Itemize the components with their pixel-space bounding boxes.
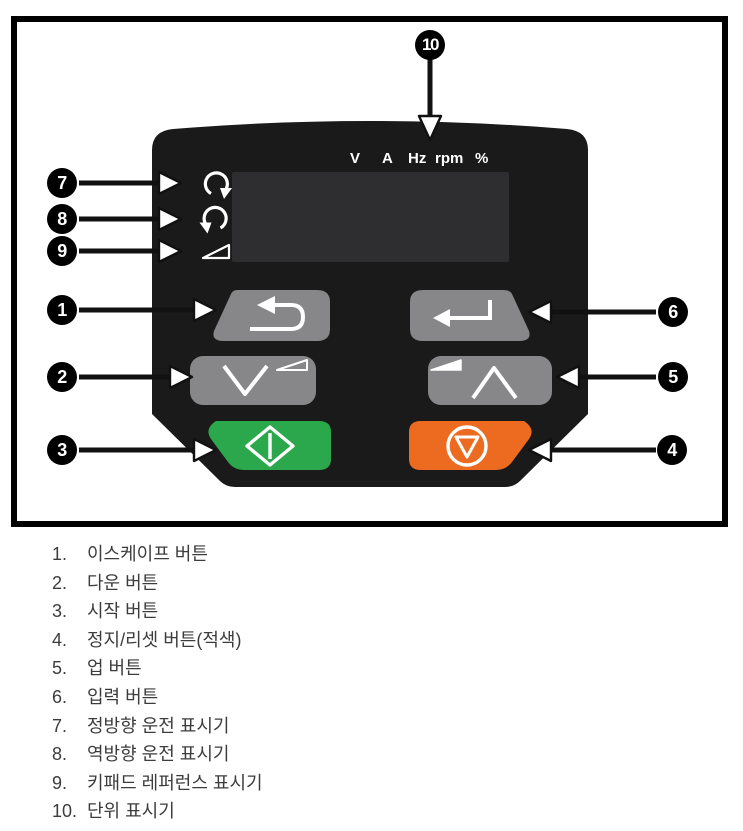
legend-list: 1. 이스케이프 버튼 2. 다운 버튼 3. 시작 버튼 4. 정지/리셋 버…: [52, 540, 263, 826]
enter-icon: [433, 300, 492, 327]
legend-label: 이스케이프 버튼: [87, 544, 208, 564]
legend-number: 10.: [52, 801, 78, 822]
callout-10-units: 10: [415, 30, 445, 60]
keypad-reference-icon: [201, 243, 231, 260]
legend-item-enter: 6. 입력 버튼: [52, 683, 263, 712]
callout-6-enter: 6: [658, 297, 688, 327]
unit-label-rpm: rpm: [435, 150, 464, 167]
up-button: [428, 356, 552, 405]
legend-number: 7.: [52, 715, 68, 736]
callout-9-keypad-ref: 9: [47, 236, 77, 266]
legend-item-start: 3. 시작 버튼: [52, 597, 263, 626]
legend-label: 업 버튼: [87, 658, 142, 679]
down-icon: [222, 359, 308, 396]
lcd-display: [232, 172, 509, 262]
callout-8-reverse: 8: [47, 204, 77, 234]
callout-7-forward: 7: [47, 168, 77, 198]
unit-label-percent: %: [475, 150, 489, 167]
stop-reset-button: [409, 421, 532, 470]
legend-item-escape: 1. 이스케이프 버튼: [52, 540, 263, 569]
legend-label: 키패드 레퍼런스 표시기: [87, 772, 263, 793]
legend-number: 9.: [52, 772, 68, 793]
legend-number: 3.: [52, 601, 68, 622]
unit-label-volts: V: [350, 150, 361, 167]
legend-number: 5.: [52, 658, 68, 679]
legend-label: 역방향 운전 표시기: [87, 744, 230, 765]
stop-icon: [446, 425, 488, 467]
legend-item-stop-reset: 4. 정지/리셋 버튼(적색): [52, 626, 263, 655]
legend-label: 입력 버튼: [87, 686, 159, 707]
enter-button: [410, 290, 530, 341]
legend-item-up: 5. 업 버튼: [52, 654, 263, 683]
legend-number: 2.: [52, 572, 68, 593]
unit-label-hertz: Hz: [408, 150, 427, 167]
start-button: [208, 421, 331, 470]
legend-label: 정방향 운전 표시기: [87, 715, 230, 736]
callout-3-start: 3: [47, 435, 77, 465]
callout-1-escape: 1: [47, 295, 77, 325]
legend-number: 4.: [52, 629, 68, 650]
legend-label: 단위 표시기: [87, 801, 175, 822]
callout-arrows: [79, 58, 656, 453]
escape-button: [213, 290, 330, 341]
up-icon: [430, 359, 518, 400]
legend-item-reverse-indicator: 8. 역방향 운전 표시기: [52, 740, 263, 769]
callout-arrowheads: [157, 114, 581, 463]
legend-label: 시작 버튼: [87, 601, 159, 622]
start-icon: [245, 425, 295, 467]
reverse-run-icon: [199, 205, 228, 234]
unit-label-amps: A: [382, 150, 393, 167]
legend-item-unit-indicator: 10. 단위 표시기: [52, 797, 263, 826]
legend-item-down: 2. 다운 버튼: [52, 569, 263, 598]
legend-number: 1.: [52, 544, 68, 564]
legend-label: 다운 버튼: [87, 572, 159, 593]
legend-number: 8.: [52, 744, 68, 765]
legend-item-forward-indicator: 7. 정방향 운전 표시기: [52, 712, 263, 741]
legend-label: 정지/리셋 버튼(적색): [87, 629, 242, 650]
legend-item-keypad-ref-indicator: 9. 키패드 레퍼런스 표시기: [52, 769, 263, 798]
callout-4-stop-reset: 4: [657, 435, 687, 465]
down-button: [190, 356, 316, 405]
callout-5-up: 5: [658, 362, 688, 392]
forward-run-icon: [203, 171, 232, 199]
escape-icon: [250, 296, 306, 331]
legend-number: 6.: [52, 686, 68, 707]
callout-2-down: 2: [47, 362, 77, 392]
